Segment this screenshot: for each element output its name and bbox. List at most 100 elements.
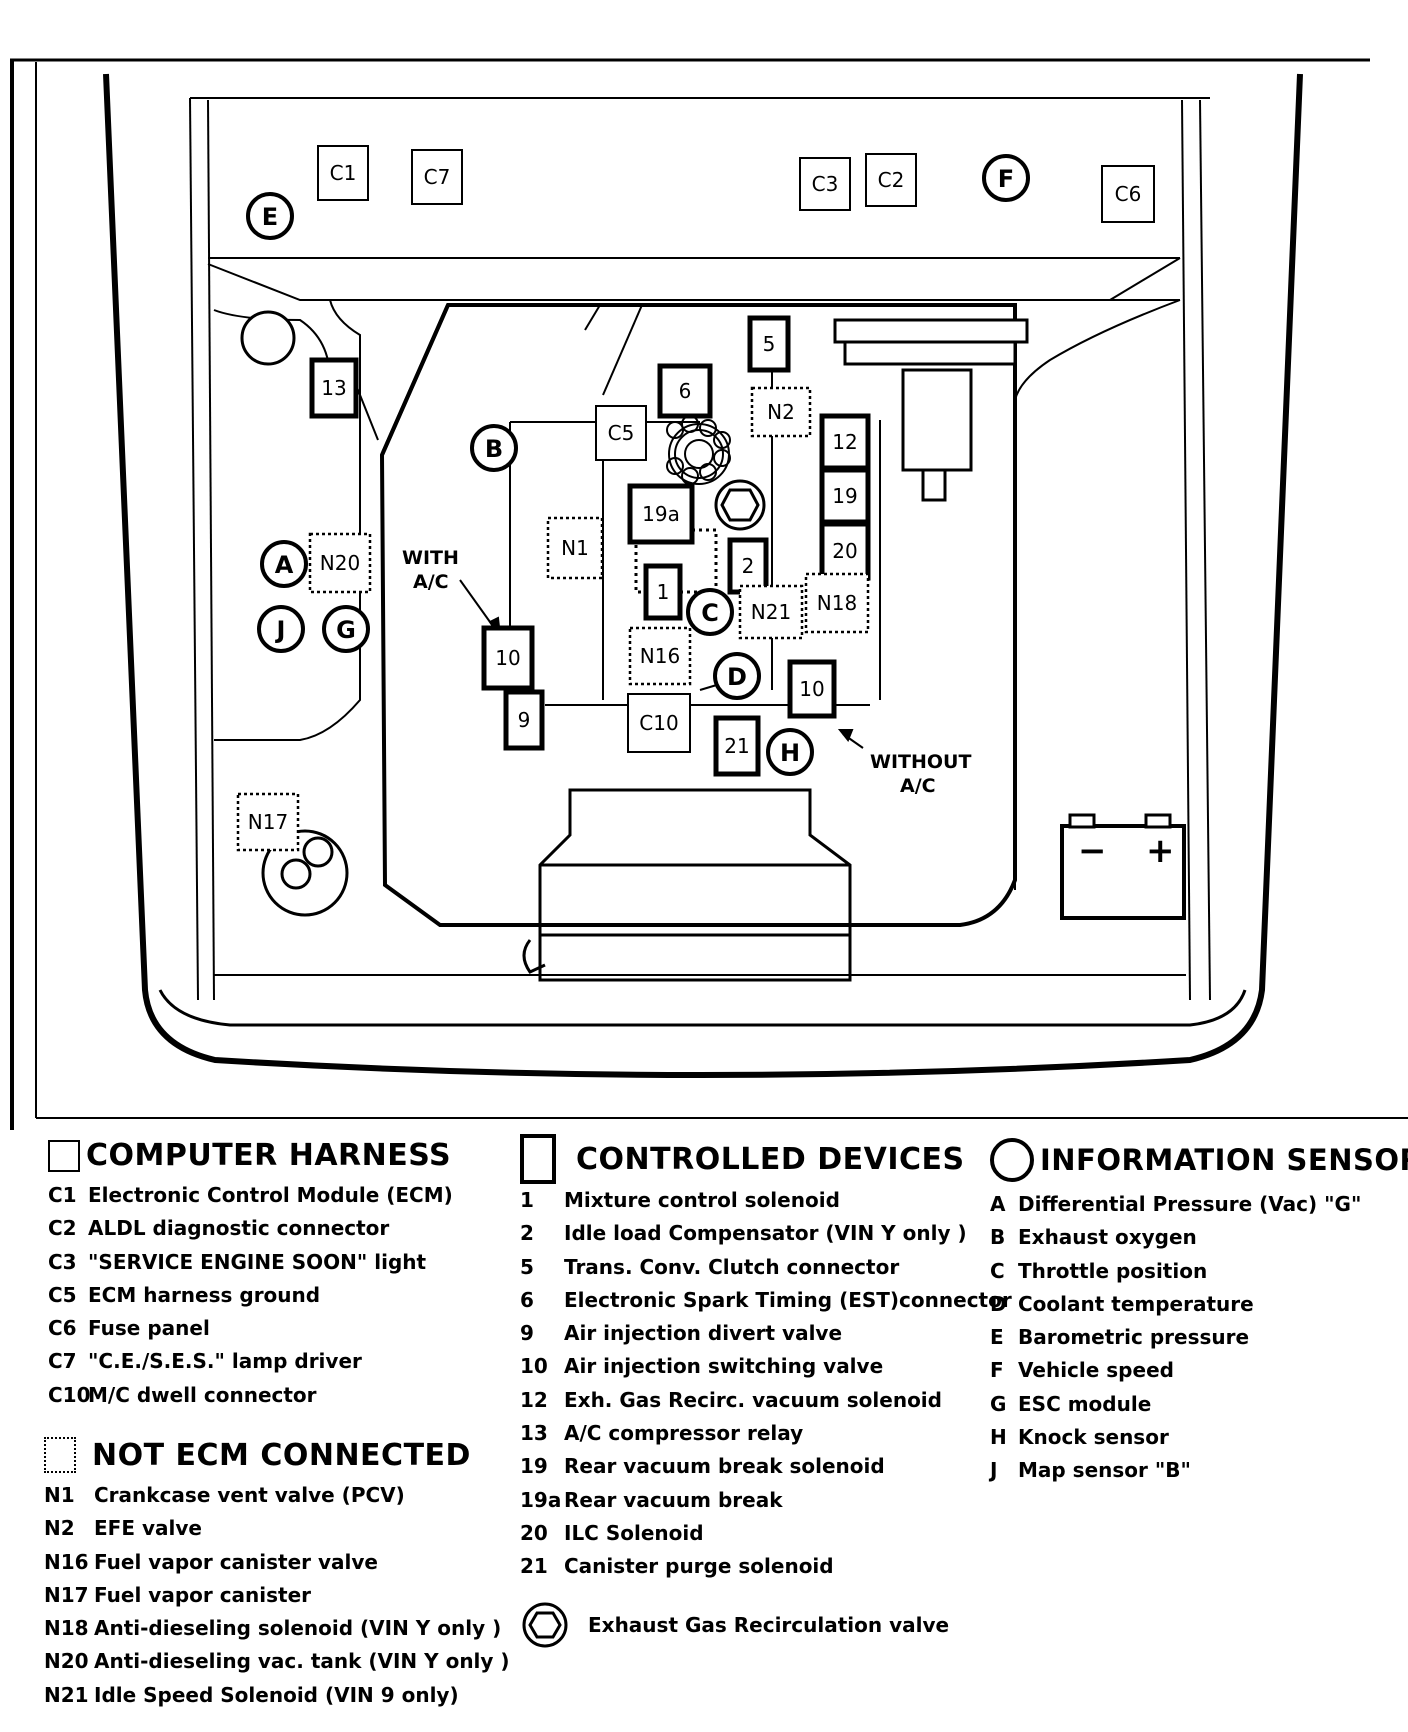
legend-item-desc: ESC module xyxy=(1018,1391,1152,1416)
legend-item-desc: ALDL diagnostic connector xyxy=(88,1216,390,1241)
harness-label-C3: C3 xyxy=(812,172,839,196)
device-10-box xyxy=(787,659,837,719)
sensor-D-circle xyxy=(713,652,761,700)
legend-item-desc: M/C dwell connector xyxy=(88,1382,317,1407)
sensor-label-J: J xyxy=(275,616,286,644)
legend-item-code: N20 xyxy=(44,1649,89,1674)
legend-item-desc: ECM harness ground xyxy=(88,1282,321,1307)
legend-item-desc: Idle load Compensator (VIN Y only ) xyxy=(564,1221,967,1246)
legend-item-code: C3 xyxy=(48,1249,77,1274)
sensor-A-circle xyxy=(260,540,308,588)
legend-item-desc: Fuel vapor canister valve xyxy=(94,1549,378,1574)
harness-C6-box xyxy=(1101,165,1155,223)
legend-item-desc: Crankcase vent valve (PCV) xyxy=(94,1483,405,1507)
not-ecm-label-N1: N1 xyxy=(561,536,589,560)
device-21-box xyxy=(713,715,761,777)
legend-item-code: D xyxy=(990,1291,1007,1316)
legend-item: C5 ECM harness ground xyxy=(48,1279,453,1312)
legend-item: C Throttle position xyxy=(990,1255,1408,1288)
legend-item-desc: Knock sensor xyxy=(1018,1425,1169,1450)
not-ecm-N21-box xyxy=(738,584,804,640)
legend-item-code: N18 xyxy=(44,1616,89,1641)
legend-item-desc: Throttle position xyxy=(1018,1258,1208,1283)
device-label-6: 6 xyxy=(679,379,692,403)
legend-item-code: 12 xyxy=(520,1387,548,1412)
with-ac-label-line2: A/C xyxy=(413,571,449,593)
legend-item-code: N17 xyxy=(44,1582,89,1607)
device-label-5: 5 xyxy=(763,332,776,356)
not-ecm-label-N2: N2 xyxy=(767,400,795,424)
legend-item-code: C1 xyxy=(48,1183,77,1207)
not-ecm-N1-box xyxy=(546,516,604,580)
sensor-B-circle xyxy=(470,424,518,472)
device-1-box xyxy=(643,563,683,621)
not-ecm-label-N17: N17 xyxy=(248,810,288,834)
legend-item-code: C7 xyxy=(48,1349,77,1374)
legend-item-code: C5 xyxy=(48,1282,77,1307)
legend-item-code: N2 xyxy=(44,1516,75,1541)
not-ecm-label-N18: N18 xyxy=(817,591,857,615)
device-label-19a: 19a xyxy=(642,502,680,526)
legend-item: 2 Idle load Compensator (VIN Y only ) xyxy=(520,1217,1012,1250)
legend-item-code: H xyxy=(990,1425,1007,1450)
legend-title: CONTROLLED DEVICES xyxy=(576,1141,965,1177)
sensor-label-E: E xyxy=(262,203,278,231)
device-label-2: 2 xyxy=(742,554,755,578)
dotted-square-icon xyxy=(44,1437,76,1473)
legend-item-desc: Fuse panel xyxy=(88,1316,210,1341)
legend-item-code: 2 xyxy=(520,1221,534,1246)
legend-item-code: 6 xyxy=(520,1287,534,1312)
legend-item-desc: Exh. Gas Recirc. vacuum solenoid xyxy=(564,1387,942,1412)
legend-item-code: 9 xyxy=(520,1321,534,1346)
not-ecm-label-N16: N16 xyxy=(640,644,680,668)
sensor-label-A: A xyxy=(275,551,294,579)
not-ecm-N2-box xyxy=(750,386,812,438)
legend-item-desc: Canister purge solenoid xyxy=(564,1554,834,1579)
legend-item-code: N16 xyxy=(44,1549,89,1574)
device-label-19: 19 xyxy=(832,484,857,508)
sensor-label-C: C xyxy=(701,599,719,627)
device-label-12: 12 xyxy=(832,430,857,454)
legend-item: 6 Electronic Spark Timing (EST)connector xyxy=(520,1284,1012,1317)
battery-plus: + xyxy=(1146,831,1175,871)
egr-legend-row: Exhaust Gas Recirculation valve xyxy=(520,1600,1012,1650)
thick-square-icon xyxy=(520,1134,556,1184)
harness-label-C7: C7 xyxy=(424,165,451,189)
legend-item-desc: Electronic Spark Timing (EST)connector xyxy=(564,1287,1012,1312)
legend-item-code: C xyxy=(990,1258,1005,1283)
legend-item-code: J xyxy=(990,1458,998,1483)
device-label-10: 10 xyxy=(495,646,520,670)
device-label-9: 9 xyxy=(518,708,531,732)
legend-item-code: 20 xyxy=(520,1520,548,1545)
body-outline xyxy=(103,73,1303,1078)
legend-title: NOT ECM CONNECTED xyxy=(92,1437,471,1473)
legend-item-code: A xyxy=(990,1192,1006,1216)
not-ecm-N16-box xyxy=(628,626,692,686)
not-ecm-label-N21: N21 xyxy=(751,600,791,624)
device-10-box xyxy=(481,625,535,691)
harness-C7-box xyxy=(411,149,463,205)
legend-item-desc: Vehicle speed xyxy=(1018,1358,1174,1383)
legend-item-code: B xyxy=(990,1225,1006,1250)
sensor-label-G: G xyxy=(336,616,356,644)
not-ecm-N18-box xyxy=(804,572,870,634)
